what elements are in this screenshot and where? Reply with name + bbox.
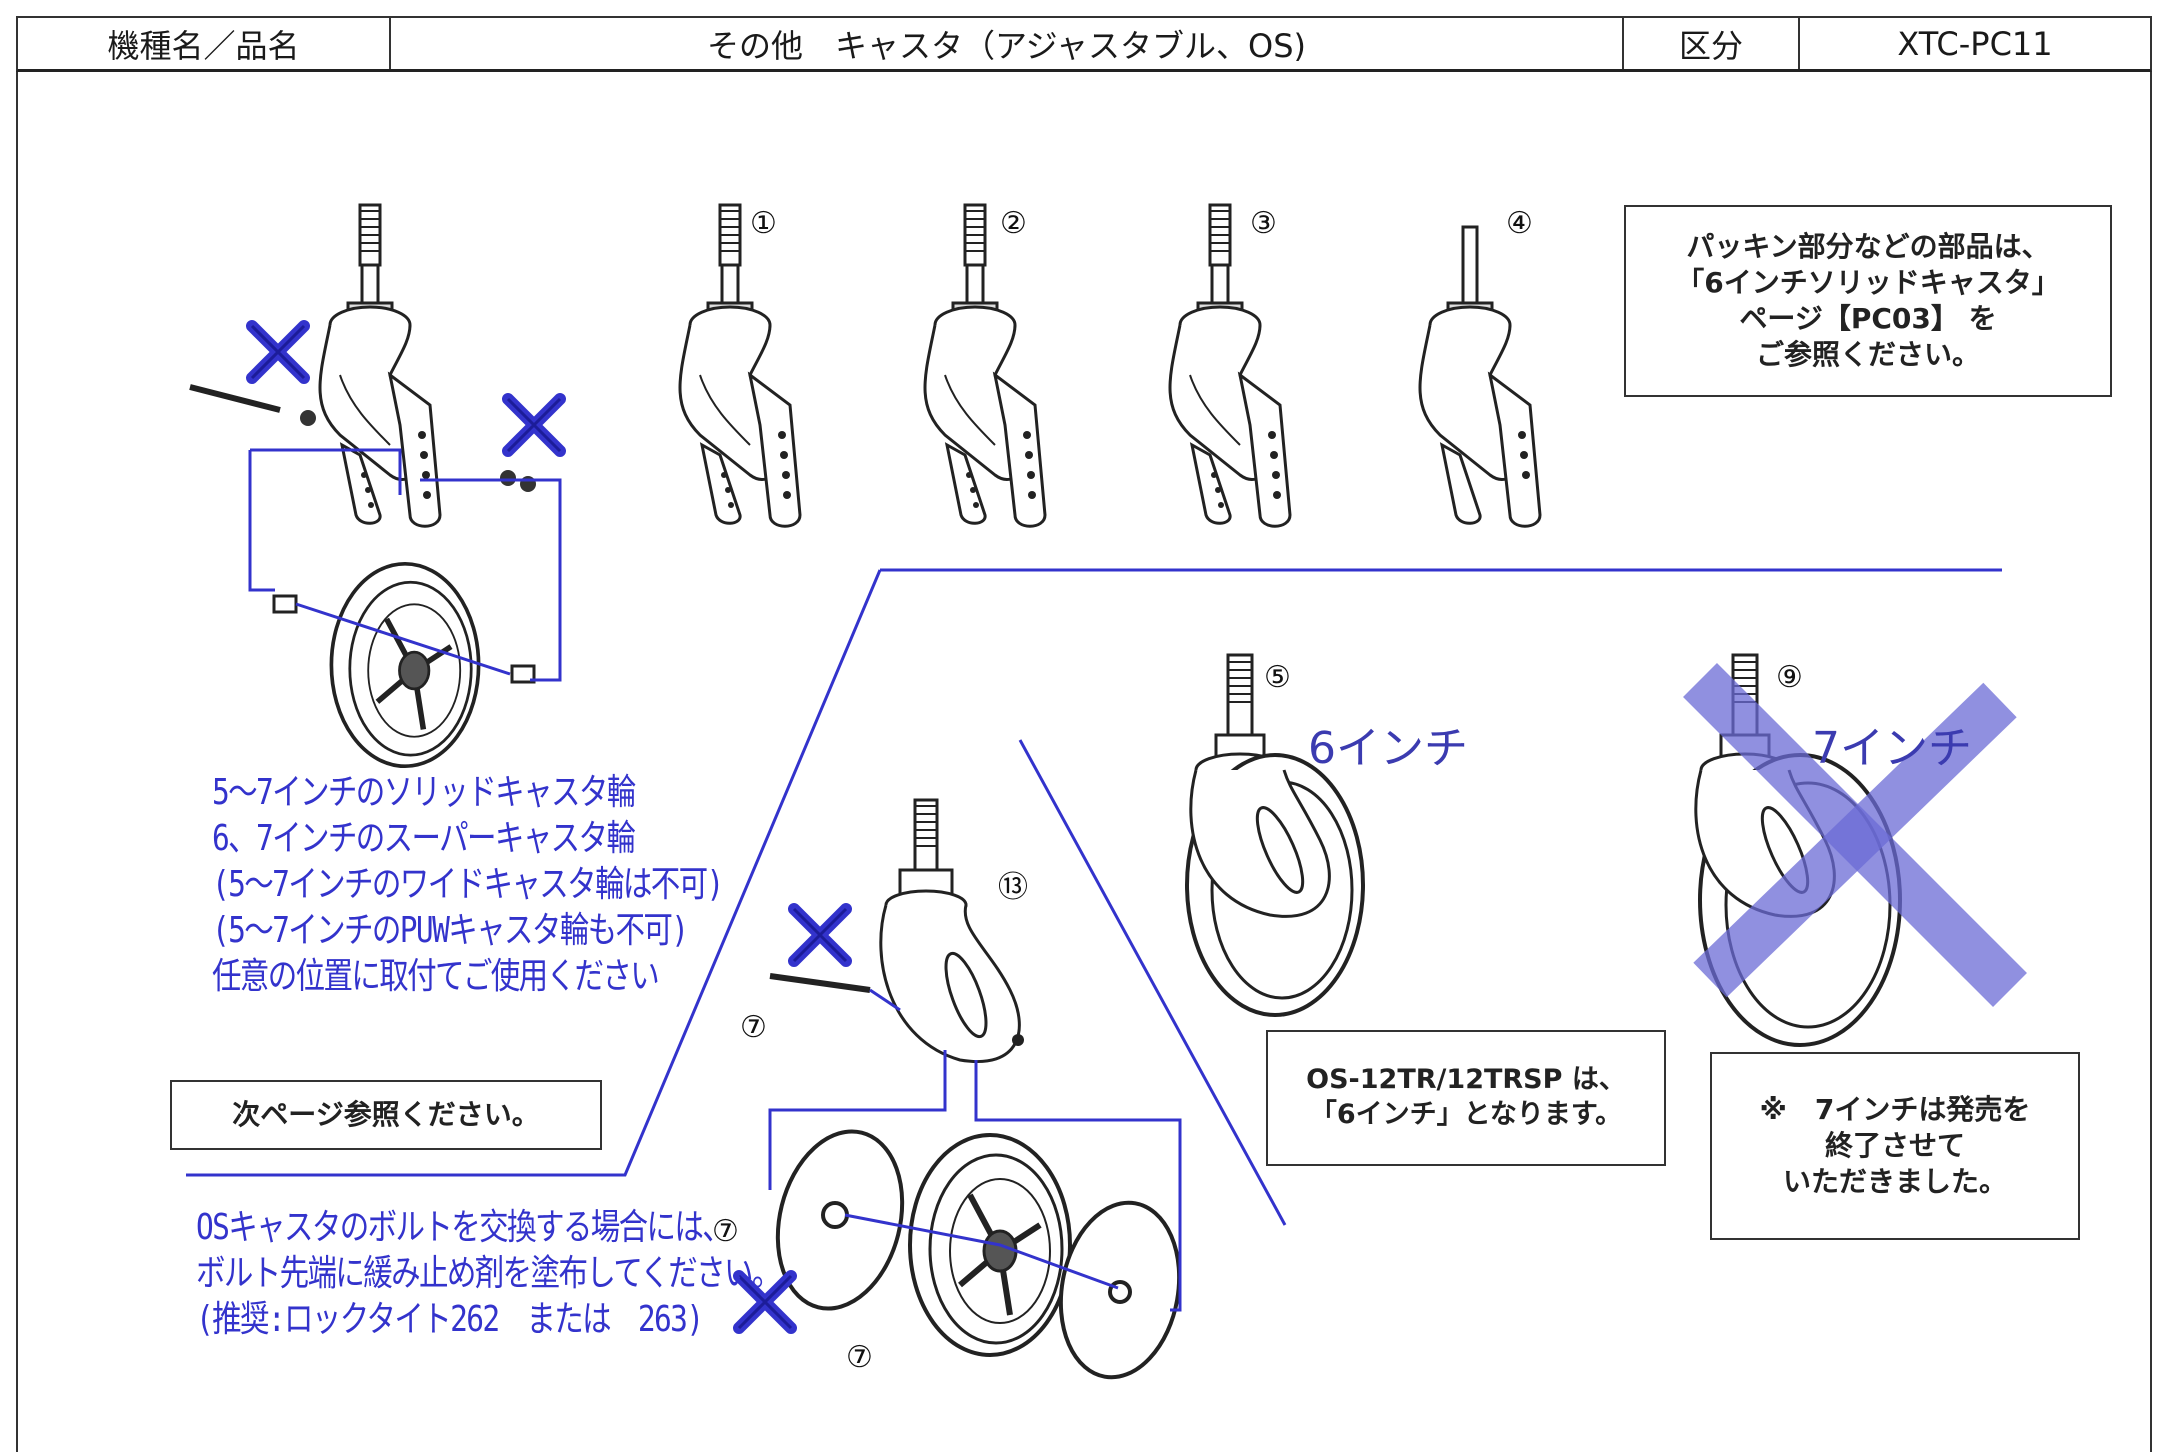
compat-note-line: (5～7インチのワイドキャスタ輪は不可) — [212, 864, 724, 905]
marker-9: ⑨ — [1776, 660, 1803, 695]
os-note-line: 「6インチ」となります。 — [1309, 1099, 1623, 1130]
next-page-note-box: 次ページ参照ください。 — [170, 1080, 602, 1150]
bolt-note-line: OSキャスタのボルトを交換する場合には、 — [196, 1207, 732, 1248]
compat-note-line: 任意の位置に取付てご使用ください — [212, 956, 660, 997]
compat-note-line: 6、7インチのスーパーキャスタ輪 — [212, 818, 636, 859]
page-title: その他 キャスタ（アジャスタブル、OS) — [391, 18, 1624, 69]
packing-note-box: パッキン部分などの部品は、 「6インチソリッドキャスタ」 ページ【PC03】 を… — [1624, 205, 2112, 397]
compat-note: 5～7インチのソリッドキャスタ輪 6、7インチのスーパーキャスタ輪 (5～7イン… — [212, 770, 724, 1000]
marker-1: ① — [750, 206, 777, 241]
packing-note-line: 「6インチソリッドキャスタ」 — [1676, 266, 2060, 300]
marker-4: ④ — [1506, 206, 1533, 241]
six-inch-label: 6インチ — [1308, 723, 1468, 774]
discontinued-cross-icon — [1683, 663, 2027, 1007]
discontinued-note-line: いただきました。 — [1782, 1164, 2007, 1198]
header-table: 機種名／品名 その他 キャスタ（アジャスタブル、OS) 区分 XTC-PC11 — [16, 16, 2152, 72]
packing-note-line: パッキン部分などの部品は、 — [1686, 230, 2050, 264]
os-note-box: OS-12TR/12TRSP は、 「6インチ」となります。 — [1266, 1030, 1666, 1166]
category-label: 区分 — [1624, 18, 1800, 69]
marker-2: ② — [1000, 206, 1027, 241]
divider-diagonal — [186, 569, 882, 1177]
discontinued-note-box: ※ 7インチは発売を 終了させて いただきました。 — [1710, 1052, 2080, 1240]
compat-note-line: 5～7インチのソリッドキャスタ輪 — [212, 772, 636, 813]
bracket-variants — [678, 203, 1542, 528]
marker-7-wheel: ⑦ — [846, 1340, 873, 1375]
marker-7-bolt: ⑦ — [740, 1010, 767, 1045]
bolt-note: OSキャスタのボルトを交換する場合には、 ボルト先端に緩み止め剤を塗布してくださ… — [196, 1205, 781, 1343]
caster-6-inch — [1185, 653, 1365, 1017]
marker-7-cover: ⑦ — [712, 1214, 739, 1249]
packing-note-line: ページ【PC03】 を — [1739, 302, 1997, 335]
compat-note-line: (5～7インチのPUWキャスタ輪も不可) — [212, 910, 689, 951]
marker-13: ⑬ — [998, 870, 1028, 905]
marker-3: ③ — [1250, 206, 1277, 241]
exploded-caster-left — [189, 203, 560, 766]
discontinued-note-line: ※ 7インチは発売を — [1759, 1093, 2031, 1127]
caster-7-inch — [1683, 653, 2027, 1047]
next-page-note: 次ページ参照ください。 — [232, 1098, 540, 1132]
os-caster-exploded — [739, 798, 1182, 1380]
document-code: XTC-PC11 — [1897, 24, 2053, 63]
bolt-note-line: ボルト先端に緩み止め剤を塗布してください。 — [196, 1253, 781, 1294]
bolt-note-line: (推奨:ロックタイト262 または 263) — [196, 1299, 704, 1340]
seven-inch-label: 7インチ — [1812, 723, 1972, 774]
os-note-line: OS-12TR/12TRSP は、 — [1306, 1064, 1626, 1096]
model-label: 機種名／品名 — [18, 18, 391, 69]
marker-5: ⑤ — [1264, 660, 1291, 695]
divider-right-diagonal — [1018, 739, 1287, 1226]
packing-note-line: ご参照ください。 — [1755, 337, 1980, 371]
discontinued-note-line: 終了させて — [1824, 1129, 1965, 1163]
page-frame — [16, 72, 2152, 1452]
